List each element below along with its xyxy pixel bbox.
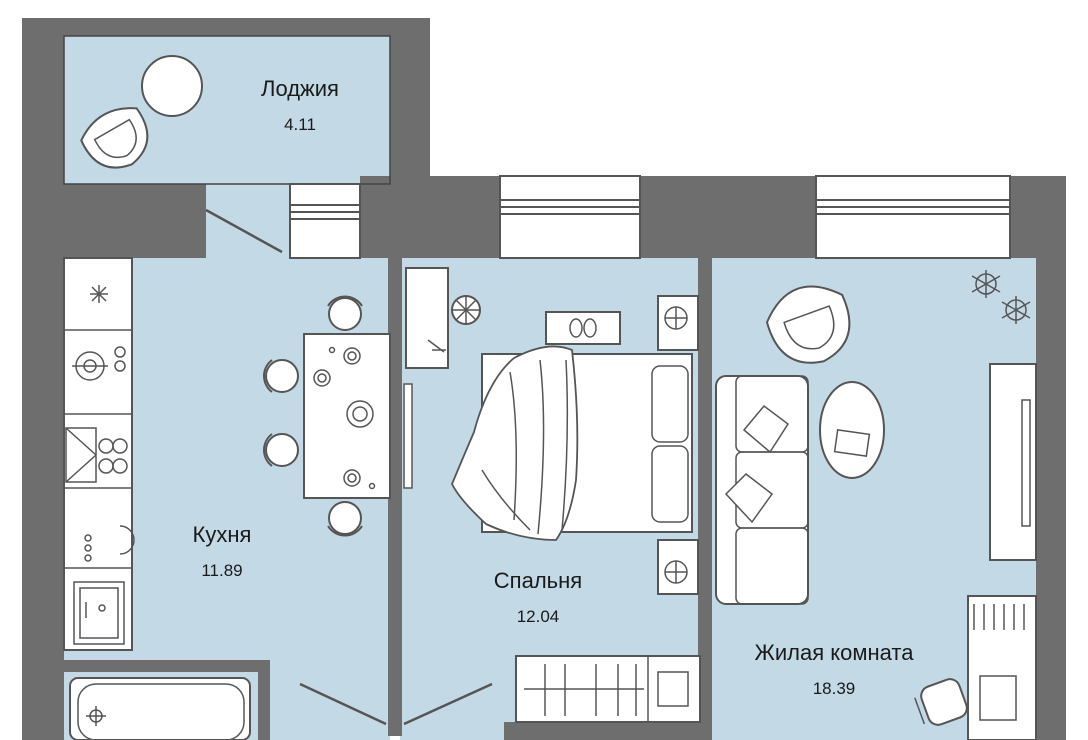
door-icon <box>205 208 283 254</box>
window-icon <box>499 175 641 259</box>
living-room-label: Жилая комната <box>755 640 915 665</box>
sink-icon <box>72 346 126 381</box>
living-room-area: 18.39 <box>813 679 856 698</box>
desk-icon <box>405 267 449 369</box>
door-icon <box>403 383 413 489</box>
chair-icon <box>263 433 299 467</box>
walls <box>22 18 1066 740</box>
chair-icon <box>327 501 363 537</box>
door-icon <box>299 682 387 726</box>
round-table-icon <box>141 55 203 117</box>
plant-icon <box>451 295 481 325</box>
plant-icon <box>971 270 1001 298</box>
armchair-icon <box>765 285 851 364</box>
stove-icon <box>65 427 128 483</box>
wardrobe-icon <box>515 655 701 723</box>
loggia-area: 4.11 <box>284 115 316 134</box>
bedroom-label: Спальня <box>494 568 582 593</box>
kitchen-label: Кухня <box>193 522 252 547</box>
fridge-icon <box>90 285 108 303</box>
bathtub-icon <box>69 677 251 740</box>
door-icon <box>403 682 493 726</box>
slippers-icon <box>545 311 621 345</box>
loggia-label: Лоджия <box>261 76 339 101</box>
kitchen-area: 11.89 <box>201 561 242 580</box>
sink-icon <box>73 581 125 645</box>
bed-icon <box>451 345 693 541</box>
wall-edges <box>63 35 391 185</box>
window-icon <box>815 175 1011 259</box>
chair-icon <box>263 359 299 393</box>
bedroom-area: 12.04 <box>517 607 560 626</box>
chair-icon <box>327 295 363 331</box>
stove-icon <box>84 525 135 562</box>
round-table-icon <box>819 381 885 479</box>
window-icon <box>289 183 361 259</box>
kitchen-counter <box>63 257 133 651</box>
air-conditioner-icon <box>657 539 699 595</box>
tv-icon <box>989 363 1037 561</box>
air-conditioner-icon <box>657 295 699 351</box>
armchair-icon <box>80 107 149 169</box>
plant-icon <box>1001 296 1031 324</box>
desk-icon <box>967 595 1037 740</box>
sofa-icon <box>715 375 809 605</box>
chair-icon <box>914 678 968 726</box>
